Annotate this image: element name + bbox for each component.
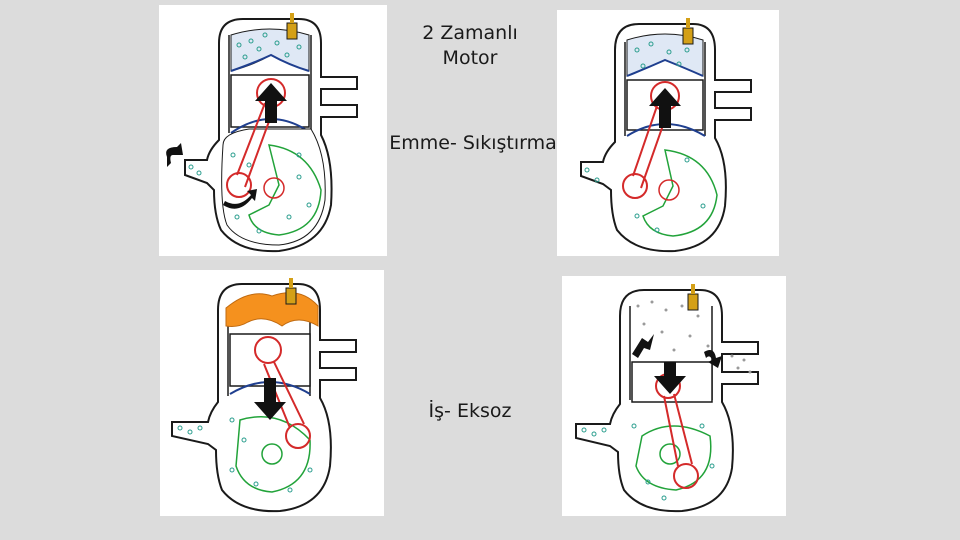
- spark-plug-icon: [687, 284, 699, 311]
- engine-block-outline: [171, 283, 357, 513]
- cylinder-wall: [624, 42, 706, 136]
- crankshaft: [248, 144, 322, 236]
- crank-pin: [226, 172, 252, 198]
- engine-block-outline: [580, 23, 752, 253]
- fuel-particles: [581, 423, 715, 501]
- engine-block-outline: [184, 18, 358, 253]
- crankcase-chamber: [221, 128, 326, 246]
- engine-diagram-exhaust: [575, 284, 759, 513]
- cylinder-wall: [228, 35, 312, 133]
- piston-crown: [626, 58, 704, 77]
- flow-arrow-icon: [632, 334, 654, 358]
- engine-panel-compression: [557, 10, 779, 256]
- engine-block-outline: [575, 289, 759, 513]
- diagram-title: 2 Zamanlı Motor: [422, 22, 518, 69]
- engine-diagram-compression: [580, 18, 752, 253]
- crankshaft: [635, 425, 712, 491]
- flow-arrow-icon: [704, 350, 722, 368]
- wrist-pin: [254, 336, 282, 364]
- engine-diagram-intake: [166, 13, 358, 253]
- crank-pin: [285, 423, 311, 449]
- rotation-arrow-icon: [223, 189, 257, 209]
- engine-panel-exhaust: [562, 276, 786, 516]
- crankshaft-main: [658, 179, 680, 201]
- crank-pin: [622, 173, 648, 199]
- piston-arrow-up-icon: [255, 83, 287, 123]
- fuel-particles: [584, 41, 706, 233]
- stage-label-intake-compression: Emme- Sıkıştırma: [389, 132, 557, 154]
- piston-crown: [230, 53, 310, 72]
- spark-plug-icon: [682, 18, 694, 45]
- engine-panel-intake: [159, 5, 387, 256]
- crankshaft-main: [263, 177, 285, 199]
- crankshaft: [235, 416, 311, 493]
- crankshaft-main: [659, 443, 681, 465]
- crank-pin: [673, 463, 699, 489]
- engine-diagram-power: [171, 278, 357, 513]
- spark-plug-icon: [286, 13, 298, 40]
- fuel-particles: [188, 32, 312, 234]
- piston-arrow-down-icon: [654, 362, 686, 394]
- rotation-arrow-icon: [166, 143, 183, 167]
- combustion-flame: [225, 292, 319, 327]
- stage-label-power-exhaust: İş- Eksoz: [428, 400, 512, 422]
- connecting-rod: [663, 393, 693, 467]
- piston-arrow-down-icon: [254, 378, 286, 420]
- piston-arrow-up-icon: [649, 88, 681, 128]
- fuel-particles: [177, 417, 313, 493]
- engine-panel-power: [160, 270, 384, 516]
- crankshaft: [642, 149, 718, 237]
- exhaust-gas: [636, 300, 752, 374]
- connecting-rod: [263, 361, 305, 429]
- crankshaft-main: [261, 443, 283, 465]
- spark-plug-icon: [285, 278, 297, 305]
